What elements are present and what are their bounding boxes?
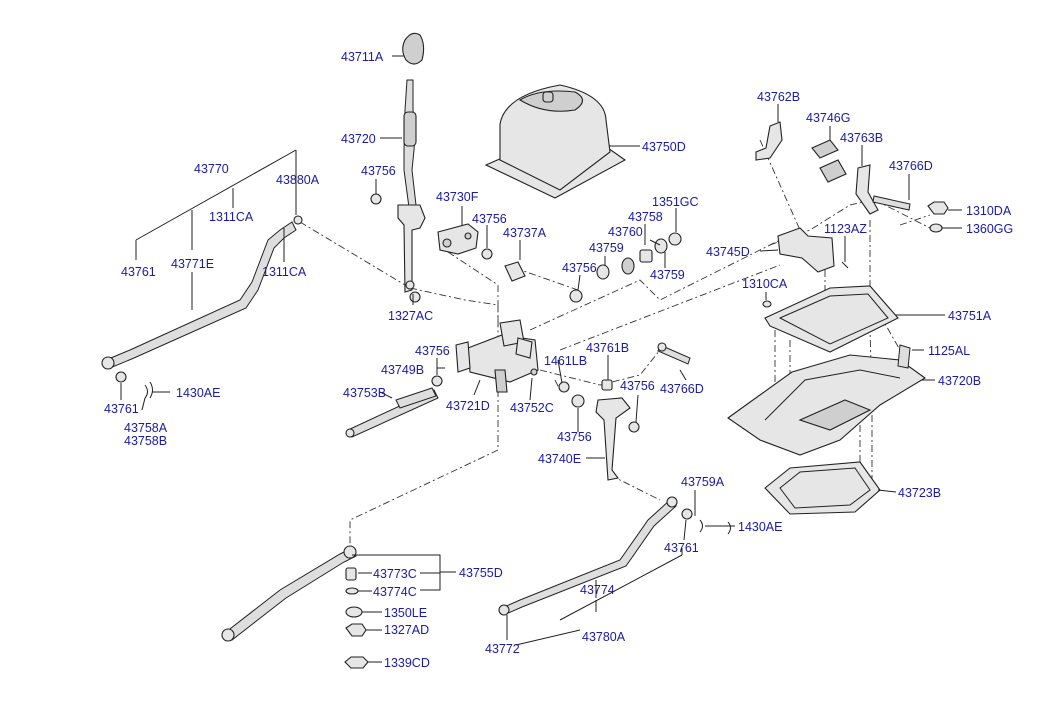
shift-lever [403, 79, 421, 216]
mount-bracket-right [855, 164, 879, 215]
part-label: 43746G [806, 111, 850, 125]
part-label: 1125AL [928, 344, 970, 358]
part-label: 1351GC [652, 195, 699, 209]
part-label: 43763B [840, 131, 883, 145]
part-label: 43780A [582, 630, 626, 644]
part-label: 1123AZ [824, 222, 867, 236]
part-label: 1339CD [384, 656, 430, 670]
part-label: 43759 [650, 268, 685, 282]
part-label: 43721D [446, 399, 490, 413]
part-label: 43756 [361, 164, 396, 178]
part-label: 43766D [660, 382, 704, 396]
shift-housing [455, 319, 539, 393]
part-label: 43755D [459, 566, 503, 580]
part-label: 43720 [341, 132, 376, 146]
part-label: 43773C [373, 567, 417, 581]
part-label: 43759 [589, 241, 624, 255]
part-label: 43720B [938, 374, 981, 388]
part-label: 43759A [681, 475, 725, 489]
part-label: 43750D [642, 140, 686, 154]
mount-bracket-left [755, 121, 783, 161]
part-label: 43756 [415, 344, 450, 358]
part-label: 43762B [757, 90, 800, 104]
part-label: 43756 [472, 212, 507, 226]
part-label: 43770 [194, 162, 229, 176]
part-label: 43774 [580, 583, 615, 597]
part-label: 1350LE [384, 606, 427, 620]
part-label: 43751A [948, 309, 992, 323]
part-label: 1461LB [544, 354, 587, 368]
part-label: 43756 [620, 379, 655, 393]
part-label: 1327AC [388, 309, 433, 323]
part-label: 1430AE [176, 386, 220, 400]
shift-cable-left [105, 221, 297, 369]
part-label: 43723B [898, 486, 941, 500]
part-label: 43758 [628, 210, 663, 224]
part-label: 43880A [276, 173, 320, 187]
part-label: 43711A [341, 50, 384, 64]
part-drawings [101, 32, 949, 669]
part-label: 1327AD [384, 623, 429, 637]
part-label: 1360GG [966, 222, 1013, 236]
part-label: 43756 [562, 261, 597, 275]
part-label: 43761B [586, 341, 629, 355]
gasket [764, 285, 899, 353]
part-label: 43758A [124, 421, 168, 435]
shift-boot [484, 84, 627, 199]
part-label: 1430AE [738, 520, 782, 534]
leader-lines [120, 55, 962, 663]
cable-bracket [777, 227, 835, 273]
part-label: 43761 [104, 402, 139, 416]
part-label: 43766D [889, 159, 933, 173]
part-label: 43774C [373, 585, 417, 599]
shift-cable-right [501, 499, 677, 615]
part-label: 43749B [381, 363, 424, 377]
select-lever [595, 397, 631, 481]
part-label: 1311CA [262, 265, 307, 279]
part-label: 43758B [124, 434, 167, 448]
part-label: 43740E [538, 452, 581, 466]
select-rod [225, 547, 357, 641]
part-label: 43760 [608, 225, 643, 239]
part-label: 1310CA [742, 277, 788, 291]
part-label: 1311CA [209, 210, 254, 224]
part-label: 43752C [510, 401, 554, 415]
part-label: 43745D [706, 245, 750, 259]
shift-knob [402, 32, 425, 65]
part-label: 43761 [121, 265, 156, 279]
part-label: 43761 [664, 541, 699, 555]
part-label: 43737A [503, 226, 547, 240]
part-label: 43730F [436, 190, 479, 204]
part-labels: 43711A 43720 43756 43770 43880A 1311CA 4… [104, 50, 1013, 670]
part-label: 43753B [343, 386, 386, 400]
part-label: 43756 [557, 430, 592, 444]
part-label: 43772 [485, 642, 520, 656]
part-label: 1310DA [966, 204, 1012, 218]
part-label: 43771E [171, 257, 214, 271]
lever-bracket [437, 223, 479, 255]
base-plate [727, 354, 926, 456]
